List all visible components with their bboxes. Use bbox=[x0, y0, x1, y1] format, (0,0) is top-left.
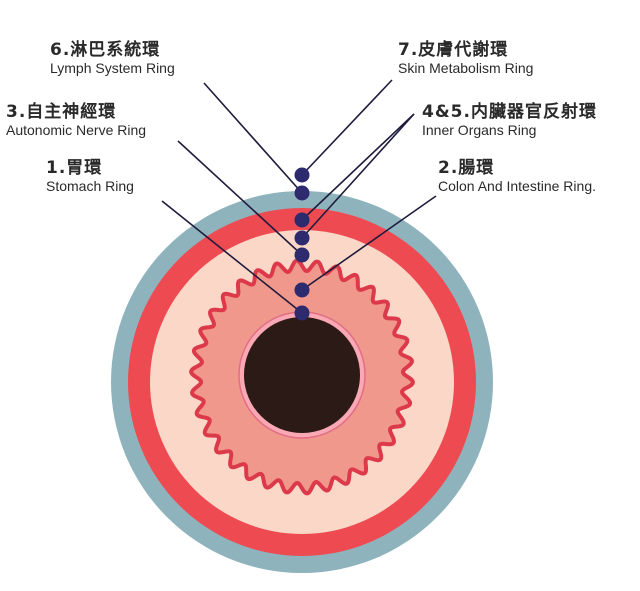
leader-lines bbox=[161, 79, 437, 314]
skin-ring-english: Skin Metabolism Ring bbox=[398, 60, 534, 76]
label-autonomic-nerve-ring: 3.自主神經環 Autonomic Nerve Ring bbox=[6, 102, 146, 139]
label-colon-intestine-ring: 2.腸環 Colon And Intestine Ring. bbox=[438, 158, 596, 195]
marker-colon-ring bbox=[294, 282, 310, 298]
lymph-ring-english: Lymph System Ring bbox=[50, 60, 175, 76]
leader-line-stomach bbox=[161, 200, 303, 314]
marker-lymph-ring bbox=[294, 185, 310, 201]
stomach-ring-chinese: 1.胃環 bbox=[46, 158, 103, 178]
label-inner-organs-ring: 4&5.内臟器官反射環 Inner Organs Ring bbox=[422, 102, 597, 139]
marker-inner-organs-ring-a bbox=[294, 212, 310, 228]
autonomic-ring-chinese: 3.自主神經環 bbox=[6, 102, 117, 122]
label-lymph-system-ring: 6.淋巴系統環 Lymph System Ring bbox=[50, 40, 175, 77]
leader-line-organs-b bbox=[301, 113, 415, 239]
ring-markers bbox=[294, 167, 310, 321]
leader-line-lymph bbox=[203, 82, 303, 194]
organs-ring-chinese: 4&5.内臟器官反射環 bbox=[422, 102, 597, 122]
label-stomach-ring: 1.胃環 Stomach Ring bbox=[46, 158, 134, 195]
marker-skin-ring bbox=[294, 167, 310, 183]
leader-line-autonomic bbox=[177, 140, 303, 256]
autonomic-ring-english: Autonomic Nerve Ring bbox=[6, 122, 147, 138]
colon-ring-english: Colon And Intestine Ring. bbox=[438, 178, 596, 194]
leader-line-organs-a bbox=[301, 113, 415, 221]
stomach-ring-english: Stomach Ring bbox=[46, 178, 134, 194]
lymph-ring-chinese: 6.淋巴系統環 bbox=[50, 40, 161, 60]
leader-line-skin bbox=[301, 79, 393, 176]
marker-inner-organs-ring-b bbox=[294, 230, 310, 246]
leader-line-colon bbox=[301, 195, 437, 291]
pupil bbox=[244, 317, 360, 433]
colon-ring-chinese: 2.腸環 bbox=[438, 158, 495, 178]
marker-autonomic-ring bbox=[294, 247, 310, 263]
label-skin-metabolism-ring: 7.皮膚代謝環 Skin Metabolism Ring bbox=[398, 40, 533, 77]
organs-ring-english: Inner Organs Ring bbox=[422, 122, 537, 138]
marker-stomach-ring bbox=[294, 305, 310, 321]
skin-ring-chinese: 7.皮膚代謝環 bbox=[398, 40, 509, 60]
